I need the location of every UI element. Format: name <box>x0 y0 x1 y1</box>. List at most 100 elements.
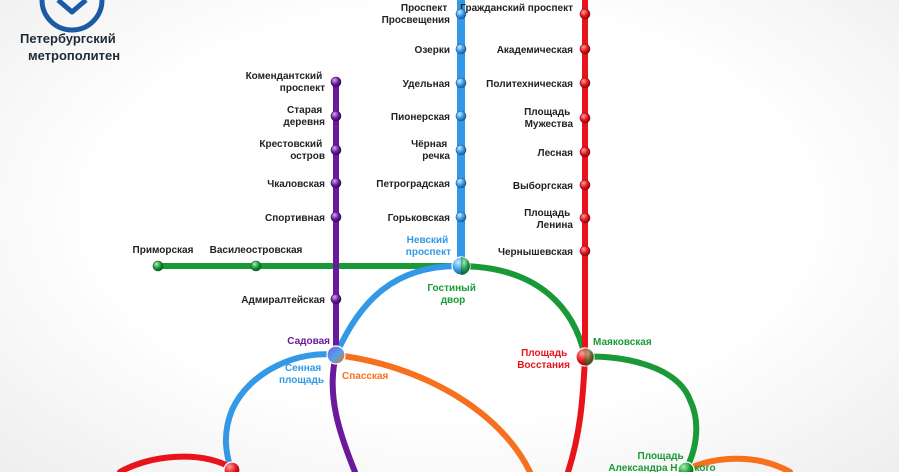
station-pionerskaya[interactable]: Пионерская <box>391 110 467 123</box>
station-label-line: Площадь <box>524 107 570 118</box>
station-label: Гражданский проспект <box>460 3 573 14</box>
station-label-line: Гостиный <box>427 283 475 294</box>
station-label-mayakovskaya: Маяковская <box>593 337 652 348</box>
station-ozerki[interactable]: Озерки <box>415 43 467 56</box>
station-prospekt-prosveshcheniya[interactable]: Проспект Просвещения <box>382 3 467 26</box>
station-label: Проспект Просвещения <box>382 3 451 26</box>
station-label-line: Сенная <box>285 363 321 374</box>
station-label: Политехническая <box>486 79 573 90</box>
station-label-line: Крестовский <box>259 139 322 150</box>
station-label: Петроградская <box>376 179 450 190</box>
station-label: Старая деревня <box>283 105 325 128</box>
station-label: Комендантский проспект <box>246 71 326 94</box>
station-label: Академическая <box>497 45 573 56</box>
line-red <box>565 0 588 472</box>
station-label-gostiny-dvor: Гостиный двор <box>427 283 478 306</box>
station-label-text: Гражданский проспект <box>460 3 573 14</box>
metro-m-logo-icon <box>39 0 105 33</box>
station-label: Чёрная речка <box>411 139 450 162</box>
interchange-ploshchad-vosstaniya-mayakovskaya[interactable] <box>575 347 595 367</box>
stations-orange: Спасская <box>342 371 389 382</box>
station-label-line: Площадь <box>521 348 567 359</box>
station-label-line: Старая <box>287 105 322 116</box>
station-label-line: деревня <box>283 117 325 128</box>
station-label: Горьковская <box>388 213 451 224</box>
station-label-line: Александра Невского <box>608 463 715 472</box>
station-label-line: проспект <box>406 247 451 258</box>
station-label: Озерки <box>415 45 450 56</box>
interchange-aleksandra-nevskogo[interactable] <box>677 461 695 472</box>
line-orange-east <box>687 455 793 472</box>
station-label: Спортивная <box>265 213 325 224</box>
station-udelnaya[interactable]: Удельная <box>403 77 467 90</box>
station-label: Адмиралтейская <box>241 295 325 306</box>
stations-blue: Проспект Просвещения Озерки Удельная Пио… <box>279 3 467 386</box>
station-label-sennaya-ploshchad: Сенная площадь <box>279 363 324 386</box>
station-label-spasskaya: Спасская <box>342 371 389 382</box>
station-grazhdansky-prospekt[interactable]: Гражданский проспект <box>460 3 591 20</box>
line-blue-arc <box>222 263 461 472</box>
station-label: Удельная <box>403 79 451 90</box>
station-label-line: Мужества <box>525 119 574 130</box>
line-green-arc <box>455 263 700 472</box>
station-komendantsky-prospekt[interactable]: Комендантский проспект <box>246 71 342 94</box>
interchange-nevsky-gostiny[interactable] <box>451 256 471 276</box>
station-ploshchad-muzhestva[interactable]: Площадь Мужества <box>524 107 591 130</box>
station-label-line: Площадь <box>524 208 570 219</box>
station-krestovsky-ostrov[interactable]: Крестовский остров <box>259 139 342 162</box>
stations-green: Приморская Василеостровская Гостиный дво… <box>133 245 716 472</box>
logo-title-line-2: метрополитен <box>28 48 120 63</box>
station-label-line: проспект <box>280 83 325 94</box>
stations-red: Гражданский проспект Академическая Полит… <box>460 3 594 371</box>
station-label-line: Чёрная <box>411 139 447 150</box>
station-sportivnaya[interactable]: Спортивная <box>265 211 342 224</box>
station-label: Площадь Мужества <box>524 107 573 130</box>
station-ploshchad-lenina[interactable]: Площадь Ленина <box>524 208 591 231</box>
station-label-line: Просвещения <box>382 15 451 26</box>
station-label: Чернышевская <box>498 247 573 258</box>
station-politekhnicheskaya[interactable]: Политехническая <box>486 77 591 90</box>
interchange-bottom-left[interactable] <box>223 461 241 472</box>
station-vyborgskaya[interactable]: Выборгская <box>513 179 591 192</box>
logo-title-line-1: Петербургский <box>20 31 116 46</box>
logo: Петербургский метрополитен <box>20 0 120 63</box>
station-label-line: двор <box>441 295 466 306</box>
station-staraya-derevnya[interactable]: Старая деревня <box>283 105 342 128</box>
station-gorkovskaya[interactable]: Горьковская <box>388 211 467 224</box>
line-red-south-west <box>117 453 235 472</box>
station-chyornaya-rechka[interactable]: Чёрная речка <box>411 139 467 162</box>
station-label: Приморская <box>133 245 194 256</box>
station-label: Чкаловская <box>267 179 325 190</box>
station-label: Площадь Восстания <box>517 348 570 371</box>
station-vasileostrovskaya[interactable]: Василеостровская <box>210 245 303 272</box>
interchange-sadovaya-sennaya-spasskaya[interactable] <box>326 345 346 365</box>
station-petrogradskaya[interactable]: Петроградская <box>376 177 467 190</box>
station-label: Пионерская <box>391 112 450 123</box>
station-primorskaya[interactable]: Приморская <box>133 245 194 272</box>
station-admiralteyskaya[interactable]: Адмиралтейская <box>241 293 342 306</box>
station-label-line: Проспект <box>401 3 447 14</box>
station-chernyshevskaya[interactable]: Чернышевская <box>498 245 591 258</box>
stations-purple: Комендантский проспект Старая деревня Кр… <box>241 71 342 347</box>
line-purple <box>329 79 358 472</box>
station-label-line: остров <box>290 151 325 162</box>
station-label-line: Ленина <box>537 220 574 231</box>
station-akademicheskaya[interactable]: Академическая <box>497 43 591 56</box>
station-label-line: речка <box>422 151 450 162</box>
station-label-line: Восстания <box>517 360 570 371</box>
station-label-ploshchad-aleksandra-nevskogo: Площадь Александра Невского <box>608 451 715 472</box>
station-lesnaya[interactable]: Лесная <box>538 146 591 159</box>
line-orange <box>333 352 533 472</box>
interchanges <box>223 256 695 472</box>
station-label-line: площадь <box>279 375 324 386</box>
station-label: Василеостровская <box>210 245 303 256</box>
station-label-line: Невский <box>407 235 449 246</box>
station-label-line: Площадь <box>638 451 684 462</box>
station-label: Крестовский остров <box>259 139 325 162</box>
station-label: Выборгская <box>513 180 573 192</box>
metro-lines <box>117 0 793 472</box>
station-label-nevsky-prospekt: Невский проспект <box>406 235 451 258</box>
station-label: Площадь Ленина <box>524 208 573 231</box>
station-label-sadovaya: Садовая <box>287 336 330 347</box>
station-chkalovskaya[interactable]: Чкаловская <box>267 177 342 190</box>
